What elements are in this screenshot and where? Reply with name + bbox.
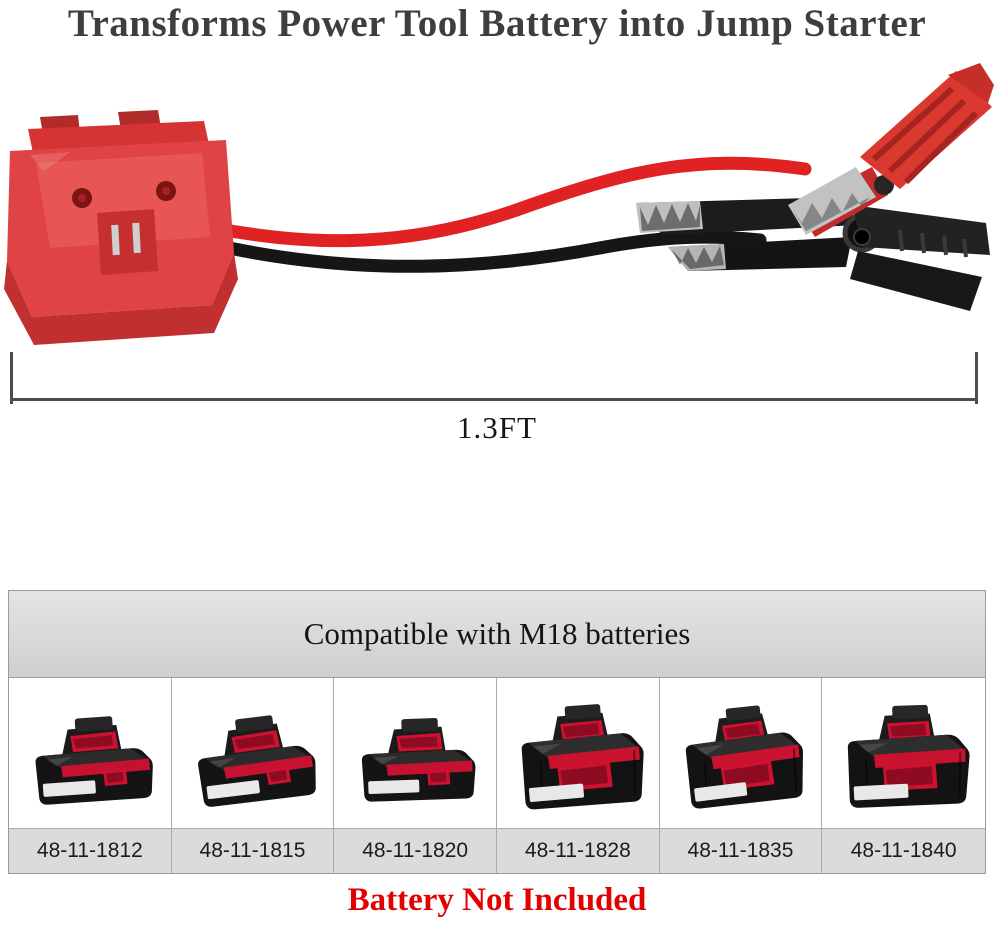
battery-photo bbox=[822, 678, 985, 828]
battery-cell: 48-11-1820 bbox=[334, 678, 497, 873]
battery-photo bbox=[497, 678, 659, 828]
table-header: Compatible with M18 batteries bbox=[9, 591, 985, 678]
battery-model-label: 48-11-1840 bbox=[822, 828, 985, 873]
battery-cell: 48-11-1828 bbox=[497, 678, 660, 873]
battery-cell: 48-11-1812 bbox=[9, 678, 172, 873]
dimension-label: 1.3FT bbox=[457, 410, 537, 445]
product-photo bbox=[4, 63, 994, 345]
battery-photo bbox=[659, 678, 822, 828]
battery-cell: 48-11-1835 bbox=[659, 678, 823, 873]
battery-cell: 48-11-1840 bbox=[822, 678, 985, 873]
black-cable bbox=[208, 230, 767, 273]
battery-model-label: 48-11-1828 bbox=[497, 828, 659, 873]
battery-cell: 48-11-1815 bbox=[171, 678, 335, 873]
dimension-tick-right bbox=[975, 352, 978, 404]
dimension-rule bbox=[10, 398, 978, 401]
battery-adapter-illustration bbox=[4, 110, 238, 345]
battery-photo bbox=[334, 678, 496, 828]
red-clamp-illustration bbox=[788, 63, 994, 237]
dimension-line bbox=[10, 352, 978, 404]
page-title: Transforms Power Tool Battery into Jump … bbox=[67, 2, 927, 45]
battery-model-label: 48-11-1835 bbox=[659, 828, 822, 873]
red-cable bbox=[158, 156, 812, 248]
battery-not-included-note: Battery Not Included bbox=[347, 882, 647, 918]
dimension-tick-left bbox=[10, 352, 13, 404]
battery-grid: 48-11-1812 48-11-1815 48-11-1820 48-11-1… bbox=[9, 678, 985, 873]
compatibility-table: Compatible with M18 batteries 48-11-1812… bbox=[8, 590, 986, 874]
battery-photo bbox=[9, 678, 171, 828]
battery-photo bbox=[171, 678, 334, 828]
battery-model-label: 48-11-1815 bbox=[171, 828, 334, 873]
battery-model-label: 48-11-1812 bbox=[9, 828, 171, 873]
battery-model-label: 48-11-1820 bbox=[334, 828, 496, 873]
